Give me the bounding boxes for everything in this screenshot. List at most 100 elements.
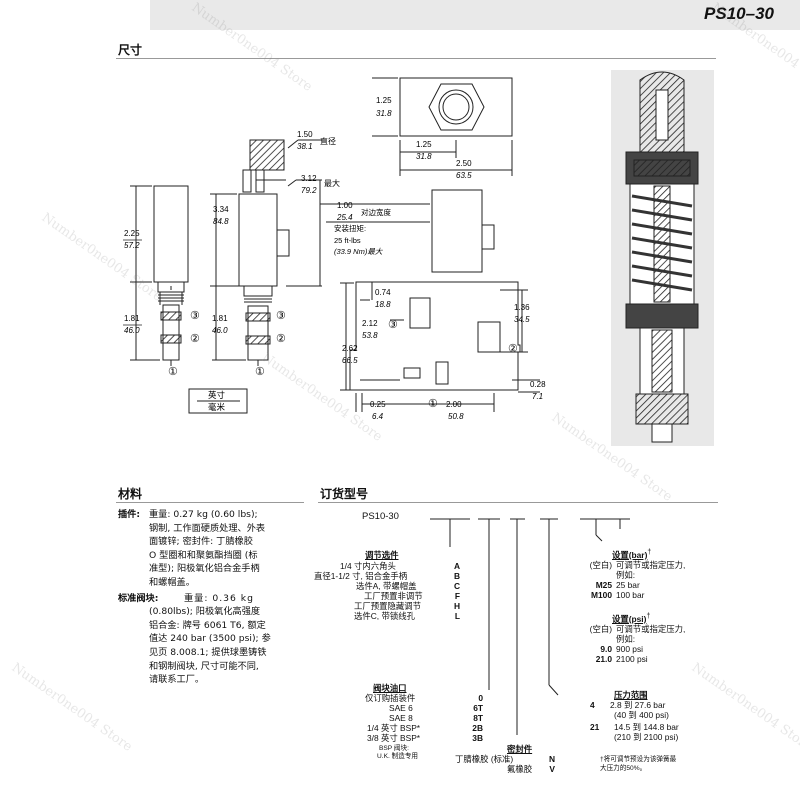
list-item: 例如: bbox=[616, 633, 636, 644]
d028-mm: 7.1 bbox=[532, 392, 543, 401]
port-title: 阀块油口 bbox=[373, 683, 407, 693]
list-item: (空白)可调节或指定压力, bbox=[589, 559, 686, 570]
list-item: 丁腈橡胶 (标准)N bbox=[455, 754, 555, 764]
hex-mm: 25.4 bbox=[336, 213, 353, 222]
block-side-view bbox=[320, 189, 540, 412]
block-line: (0.80lbs); 阳极氧化高强度 bbox=[149, 606, 261, 618]
block-port2: ② bbox=[508, 343, 518, 355]
body-mm: 84.8 bbox=[213, 217, 229, 226]
middle-cartridge bbox=[210, 139, 322, 366]
d200-in: 2.00 bbox=[446, 400, 462, 409]
insert-line: O 型圈和和聚氨酯挡圈 (标 bbox=[149, 549, 258, 561]
block-line: 和钢制阀块, 尺寸可能不同, bbox=[149, 660, 259, 672]
setting-psi-title: 设置(psi) bbox=[612, 613, 647, 624]
d212-mm: 53.8 bbox=[362, 331, 378, 340]
header-bar bbox=[150, 0, 800, 30]
block-line: 重量: 0.36 kg bbox=[184, 592, 254, 604]
list-item: 3/8 英寸 BSP*3B bbox=[367, 733, 483, 743]
legend-mm: 毫米 bbox=[208, 402, 226, 412]
materials-rule bbox=[116, 502, 304, 503]
ordering-rule bbox=[318, 502, 718, 503]
block-label: 标准阀块: bbox=[118, 592, 159, 604]
setting-psi-note: † bbox=[646, 613, 651, 620]
setting-bar-note: † bbox=[647, 549, 652, 556]
list-item: 1/4 英寸 BSP*2B bbox=[367, 723, 483, 733]
top-w2-mm: 63.5 bbox=[456, 171, 472, 180]
left-h-in: 2.25 bbox=[124, 229, 140, 238]
hex-in: 1.00 bbox=[337, 201, 353, 210]
d136-in: 1.36 bbox=[514, 303, 530, 312]
block-port1: ① bbox=[428, 398, 438, 410]
seal-title: 密封件 bbox=[507, 744, 533, 754]
block-line: 铝合金: 牌号 6061 T6, 额定 bbox=[149, 619, 266, 631]
left-l-mm: 46.0 bbox=[124, 326, 140, 335]
adjust-block: 调节选件 bbox=[335, 550, 465, 560]
d200-mm: 50.8 bbox=[448, 412, 464, 421]
footnote-line: †将可调节预设为该弹簧最 bbox=[600, 756, 677, 763]
block-line: 请联系工厂。 bbox=[149, 674, 205, 686]
max-in: 3.12 bbox=[301, 174, 317, 183]
left-port1: ① bbox=[168, 366, 178, 378]
code-prefix: PS10-30 bbox=[362, 511, 399, 522]
mid-port3: ③ bbox=[276, 310, 286, 322]
dimension-drawings: 2.25 57.2 1.81 46.0 ③ ② ① 1.50 38.1 直径 3… bbox=[123, 70, 714, 446]
mid-l-mm: 46.0 bbox=[212, 326, 228, 335]
port-note2: U.K. 制造专用 bbox=[377, 753, 419, 760]
insert-line: 和螺帽盖。 bbox=[149, 576, 195, 588]
top-h-in: 1.25 bbox=[376, 96, 392, 105]
range-title: 压力范围 bbox=[614, 690, 648, 700]
torque-label: 安装扭矩: bbox=[334, 223, 366, 233]
block-line: 见页 8.008.1; 提供球墨铸铁 bbox=[149, 646, 267, 658]
dimensions-rule bbox=[116, 58, 716, 59]
list-item-sub: (40 到 400 psi) bbox=[614, 710, 669, 720]
left-port2: ② bbox=[190, 333, 200, 345]
block-top-view bbox=[372, 77, 513, 176]
d074-mm: 18.8 bbox=[375, 300, 391, 309]
d074-in: 0.74 bbox=[375, 288, 391, 297]
top-w1-in: 1.25 bbox=[416, 140, 432, 149]
d025-in: 0.25 bbox=[370, 400, 386, 409]
dimensions-title: 尺寸 bbox=[118, 43, 143, 57]
insert-label: 插件: bbox=[118, 509, 141, 520]
max-mm: 79.2 bbox=[301, 186, 317, 195]
materials-title: 材料 bbox=[118, 487, 143, 501]
ordering-title: 订货型号 bbox=[320, 487, 369, 501]
watermark: Number0ne004 Store bbox=[8, 660, 135, 755]
port-note1: BSP 阀块: bbox=[379, 745, 409, 752]
footnote: †将可调节预设为该弹簧最 大压力的50%。 bbox=[600, 755, 676, 773]
list-item: (空白)可调节或指定压力, bbox=[589, 623, 686, 634]
knob-in: 1.50 bbox=[297, 130, 313, 139]
mid-port1: ① bbox=[255, 366, 265, 378]
left-l-in: 1.81 bbox=[124, 314, 140, 323]
left-cartridge bbox=[130, 185, 189, 366]
adjust-title: 调节选件 bbox=[365, 550, 399, 560]
top-h-mm: 31.8 bbox=[376, 109, 392, 118]
insert-line: 准型); 阳极氧化铝合金手柄 bbox=[149, 563, 260, 575]
mid-l-in: 1.81 bbox=[212, 314, 228, 323]
legend-inch: 英寸 bbox=[208, 390, 226, 400]
hex-note: 对边宽度 bbox=[361, 207, 391, 217]
setting-bar-title: 设置(bar) bbox=[612, 549, 648, 560]
insert-line: 重量: 0.27 kg (0.60 lbs); bbox=[149, 509, 258, 520]
d212-in: 2.12 bbox=[362, 319, 378, 328]
d025-mm: 6.4 bbox=[372, 412, 384, 421]
top-w2-in: 2.50 bbox=[456, 159, 472, 168]
model-code: PS10–30 bbox=[704, 4, 774, 23]
